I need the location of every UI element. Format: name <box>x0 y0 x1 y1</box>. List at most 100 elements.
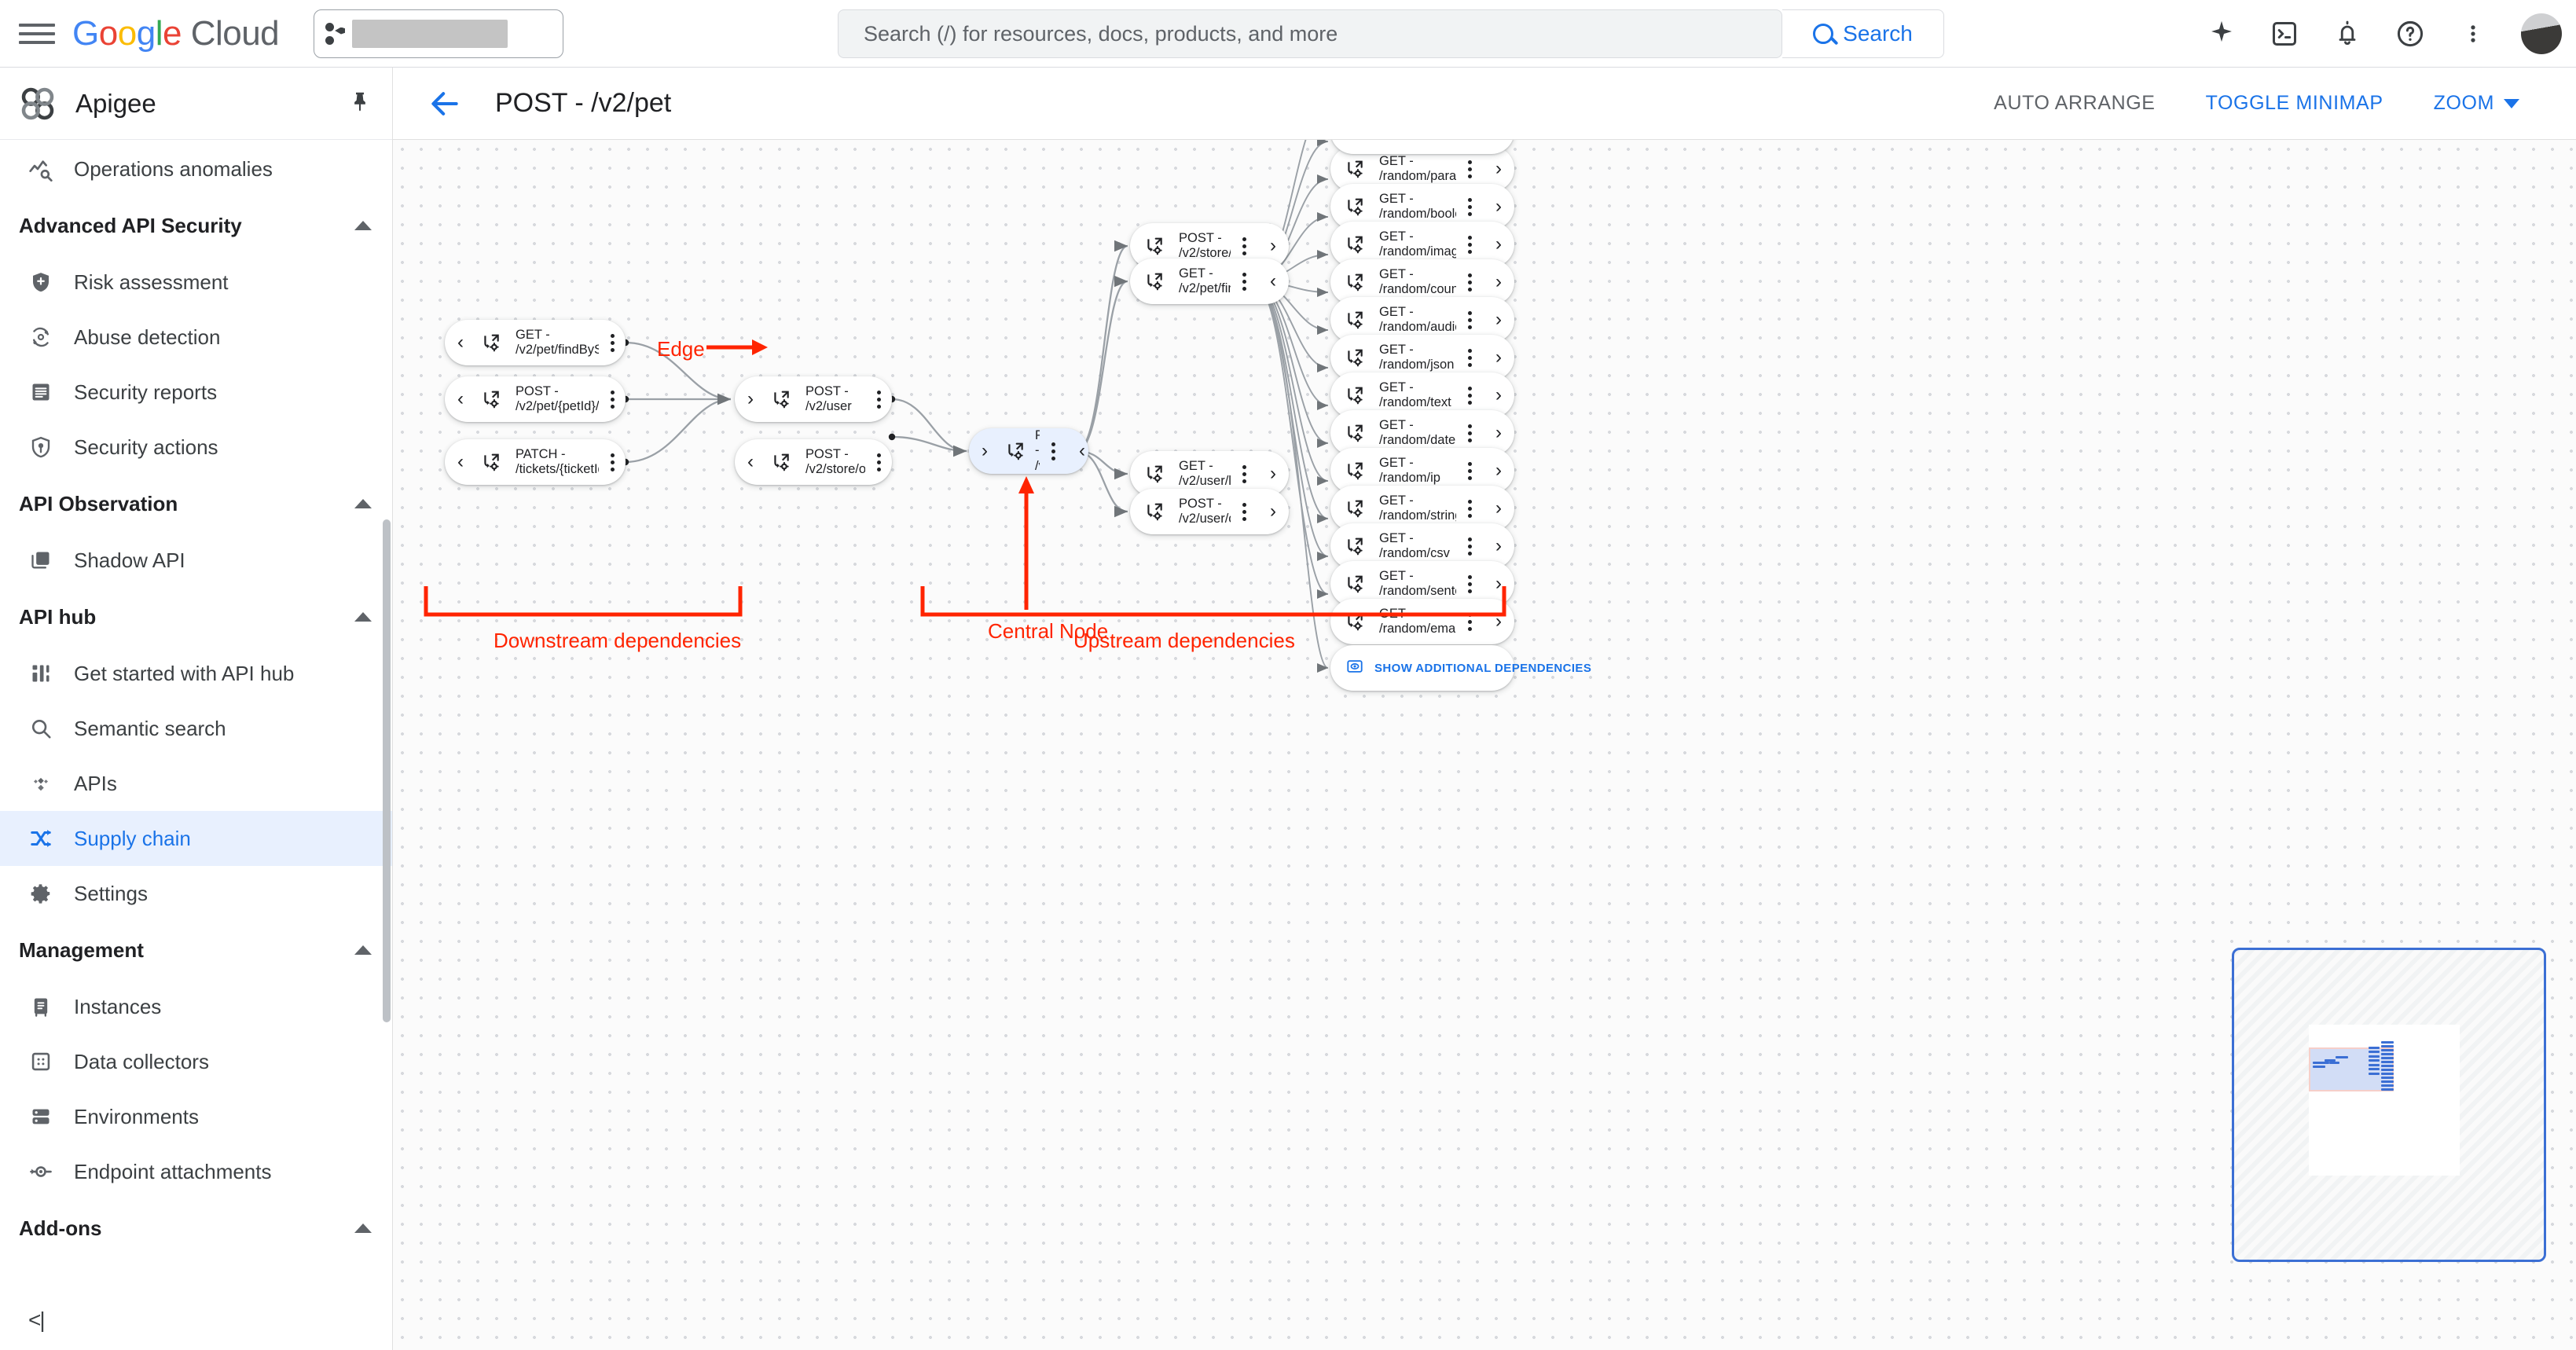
sidebar-item-environments[interactable]: Environments <box>0 1089 392 1144</box>
expand-right-chevron[interactable]: › <box>1495 309 1502 330</box>
more-vert-icon[interactable] <box>599 333 626 352</box>
expand-right-chevron[interactable]: › <box>1270 463 1276 484</box>
sidebar-item-abuse-detection[interactable]: Abuse detection <box>0 310 392 365</box>
more-vert-icon[interactable] <box>1456 537 1483 556</box>
sidebar-item-semantic-search[interactable]: Semantic search <box>0 701 392 756</box>
sidebar-item-data-collectors[interactable]: Data collectors <box>0 1034 392 1089</box>
expand-right-chevron[interactable]: › <box>1270 501 1276 522</box>
sidebar-item-supply-chain[interactable]: Supply chain <box>0 811 392 866</box>
help-question-icon[interactable] <box>2392 16 2428 52</box>
show-additional-dependencies-button[interactable]: SHOW ADDITIONAL DEPENDENCIES <box>1330 645 1591 691</box>
expand-right-chevron[interactable]: › <box>1495 384 1502 405</box>
sidebar-section-api-hub[interactable]: API hub <box>0 588 392 646</box>
graph-node[interactable]: ‹ POST - /v2/pet/{petId}/uploadImage <box>445 376 626 422</box>
more-vert-icon[interactable] <box>865 390 892 409</box>
expand-left-chevron[interactable]: ‹ <box>457 388 464 409</box>
expand-right-chevron[interactable]: › <box>1495 422 1502 443</box>
toggle-minimap-button[interactable]: TOGGLE MINIMAP <box>2205 92 2383 114</box>
expand-right-chevron[interactable]: › <box>1495 158 1502 179</box>
more-vert-icon[interactable] <box>1231 502 1257 521</box>
more-vert-icon[interactable] <box>2455 16 2491 52</box>
more-vert-icon[interactable] <box>1456 197 1483 216</box>
expand-right-chevron[interactable]: › <box>1495 233 1502 255</box>
zoom-dropdown-button[interactable]: ZOOM <box>2409 92 2545 115</box>
user-avatar[interactable] <box>2521 13 2562 54</box>
sidebar-scrollbar[interactable] <box>383 519 391 1022</box>
more-vert-icon[interactable] <box>1456 160 1483 178</box>
expand-right-chevron[interactable]: › <box>1495 347 1502 368</box>
more-vert-icon[interactable] <box>1456 310 1483 329</box>
graph-node[interactable]: › POST - /v2/user <box>735 376 892 422</box>
more-vert-icon[interactable] <box>1456 574 1483 593</box>
more-vert-icon[interactable] <box>865 453 892 471</box>
more-vert-icon[interactable] <box>1231 237 1257 255</box>
pin-icon[interactable] <box>348 90 372 117</box>
notifications-bell-icon[interactable] <box>2329 16 2365 52</box>
sidebar-section-management[interactable]: Management <box>0 921 392 979</box>
gemini-sparkle-icon[interactable] <box>2204 16 2240 52</box>
expand-right-chevron[interactable]: › <box>1495 611 1502 632</box>
supply-chain-graph-canvas[interactable]: ‹ GET - /v2/pet/findByStatus ‹ POST - /v… <box>393 140 2576 1350</box>
expand-right-chevron[interactable]: › <box>1495 196 1502 217</box>
expand-right-chevron[interactable]: › <box>1495 573 1502 594</box>
expand-left-chevron[interactable]: ‹ <box>747 451 754 472</box>
node-label: GET - /random/text <box>1379 380 1451 409</box>
sidebar-item-security-reports[interactable]: Security reports <box>0 365 392 420</box>
more-vert-icon[interactable] <box>1231 464 1257 483</box>
more-vert-icon[interactable] <box>1231 272 1257 291</box>
back-arrow-icon[interactable] <box>426 85 464 123</box>
search-button[interactable]: Search <box>1782 9 1944 58</box>
sidebar-item-endpoint-attachments[interactable]: Endpoint attachments <box>0 1144 392 1199</box>
graph-node[interactable]: GET - /v2/pet/findByTags ‹ <box>1130 259 1289 304</box>
expand-right-chevron[interactable]: › <box>1495 271 1502 292</box>
auto-arrange-button[interactable]: AUTO ARRANGE <box>1994 92 2156 114</box>
collapse-sidebar-button[interactable]: <| <box>28 1308 46 1332</box>
sidebar-section-api-observation[interactable]: API Observation <box>0 475 392 533</box>
expand-right-chevron[interactable]: › <box>982 440 988 461</box>
sidebar-item-operations-anomalies[interactable]: Operations anomalies <box>0 141 392 196</box>
expand-right-chevron[interactable]: › <box>1495 497 1502 519</box>
more-vert-icon[interactable] <box>599 453 626 471</box>
more-vert-icon[interactable] <box>1456 499 1483 518</box>
graph-node[interactable]: ‹ PATCH - /tickets/{ticketId} <box>445 439 626 485</box>
graph-minimap[interactable] <box>2232 948 2546 1262</box>
more-vert-icon[interactable] <box>1456 235 1483 254</box>
more-vert-icon[interactable] <box>1040 442 1066 460</box>
sidebar-section-advanced-api-security[interactable]: Advanced API Security <box>0 196 392 255</box>
expand-left-chevron[interactable]: ‹ <box>1270 270 1276 292</box>
more-vert-icon[interactable] <box>1456 348 1483 367</box>
expand-right-chevron[interactable]: › <box>1495 535 1502 556</box>
project-selector-chip[interactable] <box>314 9 564 58</box>
global-search-box[interactable] <box>838 9 1782 58</box>
sidebar-item-risk-assessment[interactable]: Risk assessment <box>0 255 392 310</box>
cloud-shell-icon[interactable] <box>2266 16 2303 52</box>
graph-node[interactable]: ‹ POST - /v2/store/order <box>735 439 892 485</box>
expand-right-chevron[interactable]: › <box>747 388 754 409</box>
expand-left-chevron[interactable]: ‹ <box>457 332 464 353</box>
more-vert-icon[interactable] <box>1456 461 1483 480</box>
central-graph-node[interactable]: › POST - /v2/pet ‹ <box>969 428 1088 474</box>
more-vert-icon[interactable] <box>1456 424 1483 442</box>
sidebar-section-add-ons[interactable]: Add-ons <box>0 1199 392 1257</box>
sidebar-item-settings[interactable]: Settings <box>0 866 392 921</box>
more-vert-icon[interactable] <box>1456 273 1483 292</box>
sidebar-item-security-actions[interactable]: Security actions <box>0 420 392 475</box>
graph-node[interactable]: GET - /random/email› <box>1330 599 1514 644</box>
expand-right-chevron[interactable]: › <box>1495 460 1502 481</box>
search-input[interactable] <box>838 20 1782 47</box>
sidebar-item-instances[interactable]: Instances <box>0 979 392 1034</box>
graph-node[interactable]: ‹ GET - /v2/pet/findByStatus <box>445 320 626 365</box>
expand-right-chevron[interactable]: › <box>1270 235 1276 256</box>
sidebar-item-shadow-api[interactable]: Shadow API <box>0 533 392 588</box>
more-vert-icon[interactable] <box>1456 386 1483 405</box>
expand-left-chevron[interactable]: ‹ <box>457 451 464 472</box>
expand-left-chevron[interactable]: ‹ <box>1079 440 1085 461</box>
sidebar-item-label: Settings <box>74 881 148 905</box>
hamburger-menu-icon[interactable] <box>19 20 55 47</box>
minimap-viewport[interactable] <box>2309 1047 2394 1091</box>
sidebar-item-get-started-with-api-hub[interactable]: Get started with API hub <box>0 646 392 701</box>
graph-node-partial[interactable] <box>1330 140 1514 154</box>
more-vert-icon[interactable] <box>599 390 626 409</box>
graph-node[interactable]: POST - /v2/user/createWithList › <box>1130 489 1289 534</box>
sidebar-item-apis[interactable]: APIs <box>0 756 392 811</box>
